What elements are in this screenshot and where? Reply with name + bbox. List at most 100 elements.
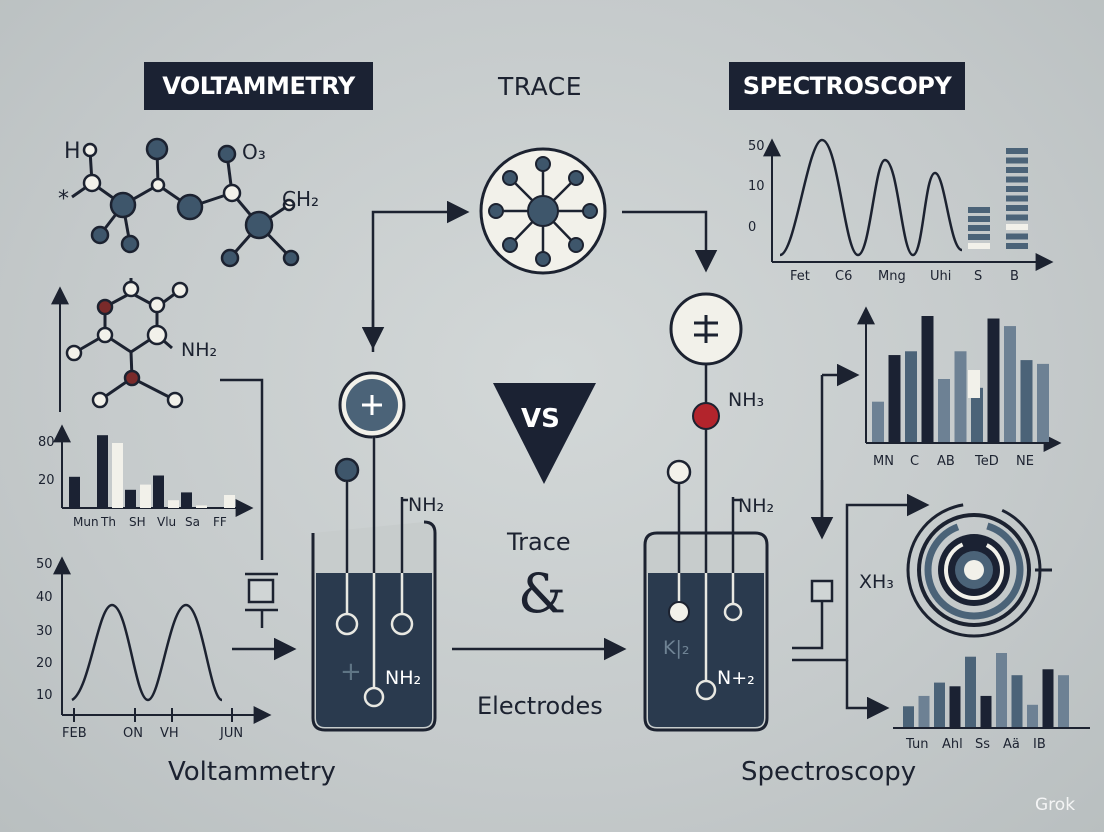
label-right-nh2-bottom: N+₂ bbox=[717, 667, 755, 689]
voltammetry-bottom-label: Voltammetry bbox=[168, 757, 336, 787]
tick-label: 0 bbox=[748, 220, 756, 235]
atom bbox=[90, 225, 110, 245]
tick-label: 30 bbox=[36, 624, 53, 639]
label-xh3: XH₃ bbox=[859, 571, 894, 593]
vs-triangle bbox=[493, 383, 596, 484]
electrodes-label: Electrodes bbox=[477, 692, 603, 720]
tick-label: 20 bbox=[38, 473, 55, 488]
atom bbox=[282, 198, 296, 212]
stack-segment bbox=[1006, 233, 1028, 240]
tick-label: Ss bbox=[975, 737, 990, 752]
ampersand-label: & bbox=[518, 562, 567, 625]
atom bbox=[217, 144, 237, 164]
stack-segment bbox=[1006, 214, 1028, 221]
label-left-nh2-top: NH₂ bbox=[408, 494, 445, 516]
tick-label: Fet bbox=[790, 269, 810, 284]
central-node bbox=[479, 147, 607, 275]
bar bbox=[1011, 675, 1023, 727]
bar bbox=[140, 484, 151, 508]
tick-label: Uhi bbox=[930, 269, 951, 284]
bar bbox=[97, 435, 108, 508]
tick-label: Tun bbox=[905, 737, 928, 752]
atom bbox=[220, 248, 240, 268]
atom bbox=[282, 249, 300, 267]
label-star: * bbox=[58, 187, 69, 212]
arrow-to-center bbox=[371, 200, 470, 352]
tick-label: SH bbox=[129, 515, 146, 529]
tick-label: JUN bbox=[219, 726, 243, 741]
stack-segment bbox=[1006, 157, 1028, 164]
tick-label: VH bbox=[160, 726, 179, 741]
stack-segment bbox=[968, 234, 990, 240]
stack-segment bbox=[968, 216, 990, 222]
bar bbox=[888, 355, 901, 442]
label-right-nh3: NH₃ bbox=[728, 389, 765, 411]
tick-label: Aä bbox=[1003, 737, 1020, 752]
tick-label: B bbox=[1010, 269, 1019, 284]
stack-segment bbox=[968, 225, 990, 231]
bar bbox=[918, 695, 930, 727]
trace-title: TRACE bbox=[498, 72, 583, 101]
spectrum-curve bbox=[779, 138, 963, 257]
tick-label: FEB bbox=[62, 726, 87, 741]
tick-label: NE bbox=[1016, 454, 1034, 469]
bar bbox=[987, 318, 1000, 442]
atom bbox=[150, 177, 166, 193]
vs-label: VS bbox=[521, 404, 560, 434]
label-o3: O₃ bbox=[242, 140, 266, 164]
atom bbox=[145, 137, 169, 161]
bar-highlight bbox=[968, 370, 980, 398]
tick-label: 20 bbox=[36, 656, 53, 671]
tick-label: 80 bbox=[38, 435, 55, 450]
bar bbox=[196, 505, 207, 508]
tick-label: C6 bbox=[835, 269, 852, 284]
tick-label: C bbox=[910, 454, 919, 469]
right-electrochemical-cell bbox=[643, 292, 769, 732]
atom bbox=[176, 193, 204, 221]
label-nh2-ring: NH₂ bbox=[181, 339, 218, 361]
bar bbox=[954, 351, 967, 442]
atom bbox=[82, 142, 98, 158]
bar bbox=[168, 500, 179, 508]
tick-label: FF bbox=[213, 515, 227, 529]
spectroscopy-banner: SPECTROSCOPY bbox=[729, 62, 965, 110]
tick-label: 50 bbox=[748, 139, 765, 154]
bar bbox=[1027, 704, 1038, 727]
ring-atoms bbox=[65, 280, 189, 409]
tick-label: ON bbox=[123, 726, 143, 741]
tick-label: Sa bbox=[185, 515, 200, 529]
bar bbox=[996, 653, 1007, 727]
bar bbox=[224, 495, 235, 508]
tick-label: AB bbox=[937, 454, 955, 469]
stack-segment bbox=[1006, 243, 1028, 249]
stack-segment bbox=[1006, 186, 1028, 192]
tick-label: Mun bbox=[73, 515, 99, 529]
molecule-top-left-atoms bbox=[82, 137, 300, 268]
grok-watermark: Grok bbox=[1035, 795, 1076, 815]
left-electrochemical-cell: + bbox=[311, 371, 437, 732]
bar bbox=[934, 682, 945, 727]
atom bbox=[244, 210, 274, 240]
tick-label: Th bbox=[100, 515, 116, 529]
tick-label: 40 bbox=[36, 590, 53, 605]
label-ch2: CH₂ bbox=[282, 187, 320, 211]
bar bbox=[971, 387, 983, 442]
label-right-nh2-top: NH₂ bbox=[738, 495, 775, 517]
bar bbox=[1004, 326, 1016, 442]
arrow-from-center bbox=[622, 210, 718, 273]
svg-text:+: + bbox=[340, 657, 362, 687]
bar bbox=[872, 401, 884, 442]
right-connectors bbox=[792, 363, 930, 720]
stack-segment bbox=[1006, 205, 1028, 211]
bar bbox=[1037, 363, 1049, 442]
tick-label: Ahl bbox=[942, 737, 963, 752]
tick-label: TeD bbox=[974, 454, 999, 469]
atom bbox=[120, 234, 140, 254]
bar bbox=[949, 686, 961, 727]
